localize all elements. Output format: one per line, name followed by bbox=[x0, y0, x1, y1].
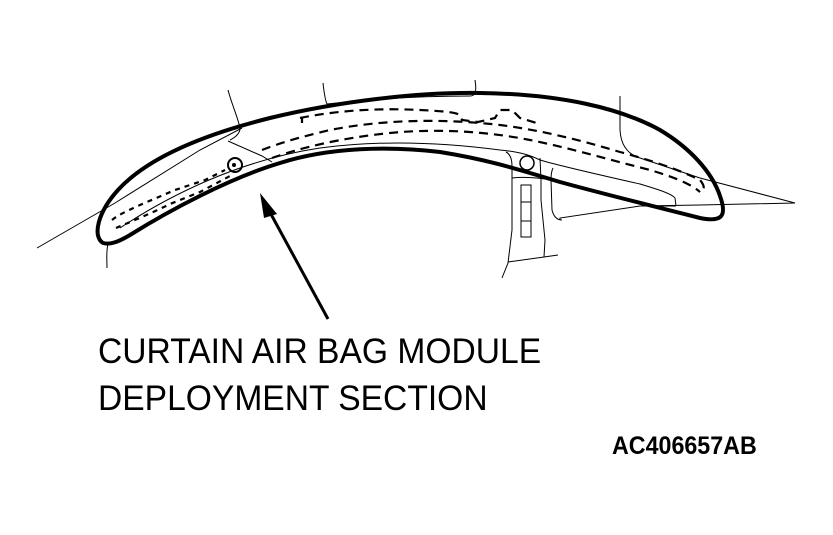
center-pillar bbox=[501, 151, 563, 279]
callout-line-2: DEPLOYMENT SECTION bbox=[98, 379, 488, 418]
figure-code: AC406657AB bbox=[612, 432, 757, 460]
curtain-airbag-dashed-outline bbox=[111, 108, 705, 230]
deployment-section-outline bbox=[95, 90, 726, 246]
callout-label: CURTAIN AIR BAG MODULE DEPLOYMENT SECTIO… bbox=[98, 328, 541, 422]
leader-arrow bbox=[260, 193, 330, 320]
callout-line-1: CURTAIN AIR BAG MODULE bbox=[98, 332, 542, 371]
body-outline-lines bbox=[36, 79, 796, 269]
